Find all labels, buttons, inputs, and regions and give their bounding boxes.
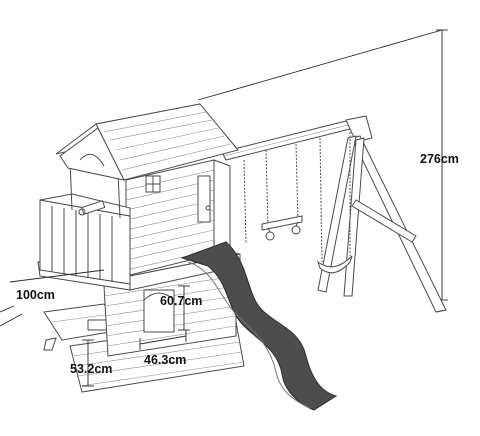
- balcony: [39, 159, 131, 285]
- door-width-dimension: 46.3cm: [139, 330, 187, 367]
- slide: [180, 241, 338, 411]
- table-height-dimension: 53.2cm: [70, 339, 112, 387]
- swing-frame: [221, 115, 447, 313]
- slide-body: [180, 241, 338, 411]
- roof: [55, 103, 239, 181]
- trapeze-swing: [261, 143, 303, 241]
- table-height-label: 53.2cm: [70, 362, 112, 376]
- depth-dimension: 100cm: [0, 269, 105, 327]
- depth-label: 100cm: [16, 288, 55, 302]
- door-height-dimension: 60.7cm: [160, 285, 202, 331]
- upper-house: [125, 159, 231, 277]
- side-chain: [243, 159, 247, 245]
- belt-swing: [317, 132, 353, 274]
- door-width-label: 46.3cm: [144, 353, 186, 367]
- door-height-label: 60.7cm: [160, 294, 202, 308]
- height-label: 276cm: [420, 152, 459, 166]
- height-dimension: 276cm: [197, 29, 459, 301]
